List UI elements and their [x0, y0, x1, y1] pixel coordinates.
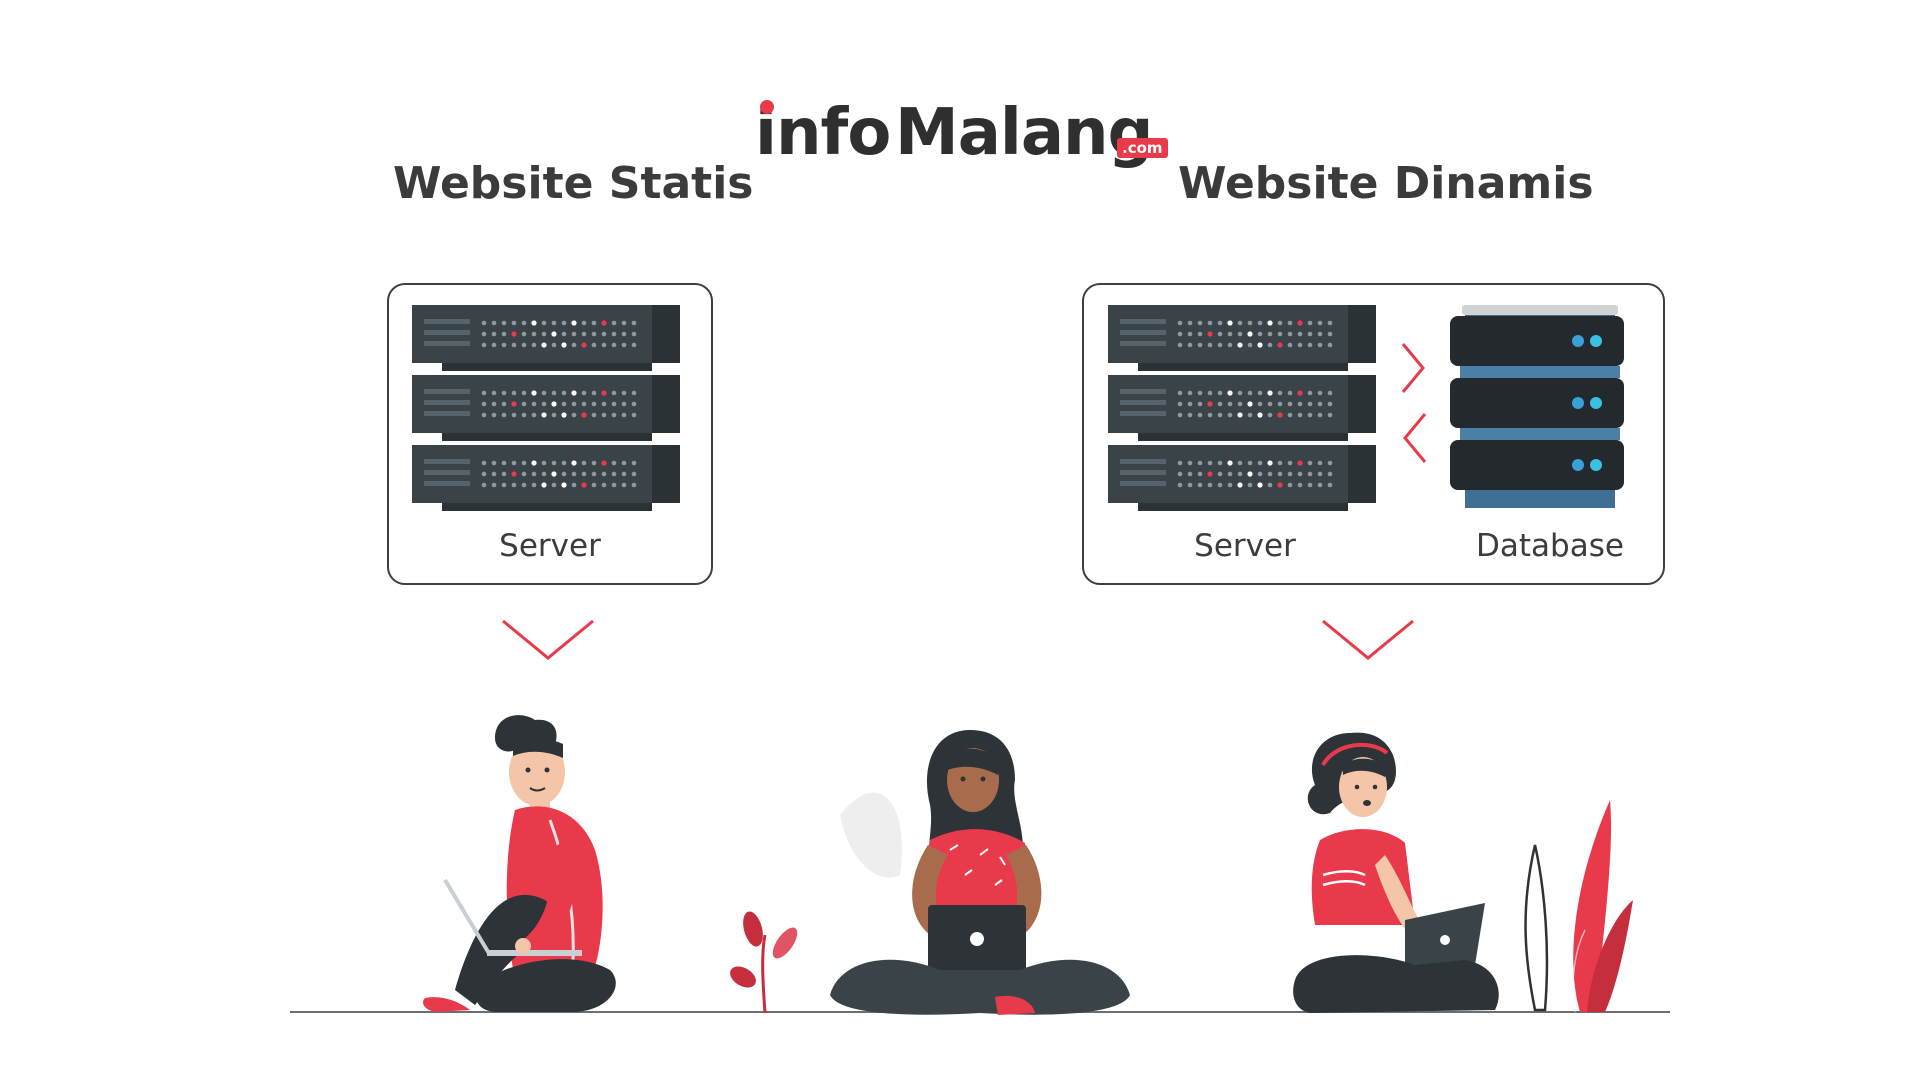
database-stack-icon	[1450, 305, 1624, 508]
data-exchange-arrows-icon	[1401, 343, 1427, 463]
static-down-chevron-icon	[502, 619, 594, 660]
small-plant-illustration	[730, 911, 798, 1014]
dynamic-server-rack-icon	[1108, 305, 1376, 511]
logo-word-info: info	[755, 96, 891, 170]
woman-with-laptop-illustration	[830, 730, 1130, 1015]
woman-typing-laptop-illustration	[1293, 732, 1499, 1013]
logo-tld-badge: .com	[1117, 138, 1168, 158]
logo-dot-icon	[760, 100, 774, 114]
static-website-title: Website Statis	[393, 158, 754, 209]
dynamic-down-chevron-icon	[1322, 619, 1414, 660]
static-server-rack-icon	[412, 305, 680, 511]
tall-plant-illustration	[1524, 800, 1633, 1013]
database-label: Database	[1476, 528, 1624, 564]
infomalang-logo: info Malang .com	[755, 88, 1175, 178]
static-server-label: Server	[499, 528, 601, 564]
dynamic-website-title: Website Dinamis	[1178, 158, 1594, 209]
logo-word-malang: Malang	[895, 96, 1153, 170]
dynamic-server-label: Server	[1194, 528, 1296, 564]
man-with-laptop-illustration	[423, 715, 616, 1012]
